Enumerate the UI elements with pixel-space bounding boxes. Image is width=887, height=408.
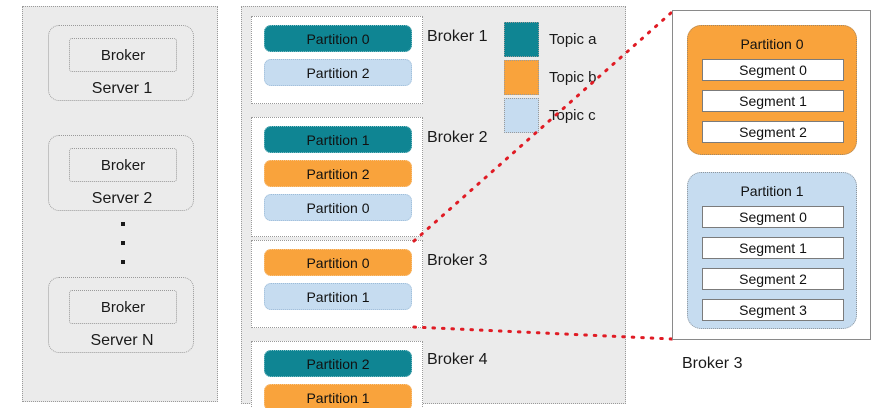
- broker-group-4: Partition 2 Partition 1: [251, 341, 423, 408]
- partition-chip[interactable]: Partition 1: [264, 126, 412, 153]
- segment-box[interactable]: Segment 1: [702, 90, 844, 112]
- detail-partition-1: Partition 1 Segment 0 Segment 1 Segment …: [687, 172, 857, 329]
- broker-group-3: Partition 0 Partition 1: [251, 240, 423, 328]
- server-card-n: Broker Server N: [48, 277, 194, 353]
- broker-chip: Broker: [69, 148, 177, 182]
- broker-group-2: Partition 1 Partition 2 Partition 0: [251, 117, 423, 237]
- segment-box[interactable]: Segment 2: [702, 121, 844, 143]
- partition-chip[interactable]: Partition 0: [264, 249, 412, 276]
- broker-chip: Broker: [69, 290, 177, 324]
- broker-chip: Broker: [69, 38, 177, 72]
- segment-box[interactable]: Segment 0: [702, 206, 844, 228]
- server-card-1: Broker Server 1: [48, 25, 194, 101]
- legend-label-topic-c: Topic c: [549, 107, 596, 124]
- detail-partition-title: Partition 0: [740, 36, 804, 52]
- legend-swatch-topic-a: [504, 22, 539, 57]
- broker-label-1: Broker 1: [427, 28, 488, 45]
- partition-chip[interactable]: Partition 2: [264, 350, 412, 377]
- legend-label-topic-a: Topic a: [549, 31, 597, 48]
- partition-chip[interactable]: Partition 2: [264, 160, 412, 187]
- segment-box[interactable]: Segment 2: [702, 268, 844, 290]
- partition-chip[interactable]: Partition 1: [264, 384, 412, 408]
- broker-partitions-panel: Partition 0 Partition 2 Broker 1 Partiti…: [241, 6, 626, 408]
- broker-3-detail-panel: Partition 0 Segment 0 Segment 1 Segment …: [672, 10, 871, 340]
- partition-chip[interactable]: Partition 2: [264, 59, 412, 86]
- server-card-2: Broker Server 2: [48, 135, 194, 211]
- segment-box[interactable]: Segment 3: [702, 299, 844, 321]
- partition-chip[interactable]: Partition 0: [264, 194, 412, 221]
- segment-box[interactable]: Segment 0: [702, 59, 844, 81]
- vertical-ellipsis-icon: [118, 222, 128, 264]
- partition-chip[interactable]: Partition 0: [264, 25, 412, 52]
- detail-partition-0: Partition 0 Segment 0 Segment 1 Segment …: [687, 25, 857, 155]
- server-label: Server 1: [91, 80, 153, 97]
- broker-label-3: Broker 3: [427, 252, 488, 269]
- legend-swatch-topic-c: [504, 98, 539, 133]
- legend-swatch-topic-b: [504, 60, 539, 95]
- server-label: Server 2: [91, 190, 153, 207]
- broker-label-4: Broker 4: [427, 351, 488, 368]
- segment-box[interactable]: Segment 1: [702, 237, 844, 259]
- legend-label-topic-b: Topic b: [549, 69, 597, 86]
- server-cluster-panel: Broker Server 1 Broker Server 2 Broker S…: [22, 6, 218, 402]
- server-label: Server N: [90, 332, 154, 349]
- broker-3-detail-caption: Broker 3: [682, 355, 743, 372]
- partition-chip[interactable]: Partition 1: [264, 283, 412, 310]
- broker-label-2: Broker 2: [427, 129, 488, 146]
- detail-partition-title: Partition 1: [740, 183, 804, 199]
- broker-group-1: Partition 0 Partition 2: [251, 16, 423, 104]
